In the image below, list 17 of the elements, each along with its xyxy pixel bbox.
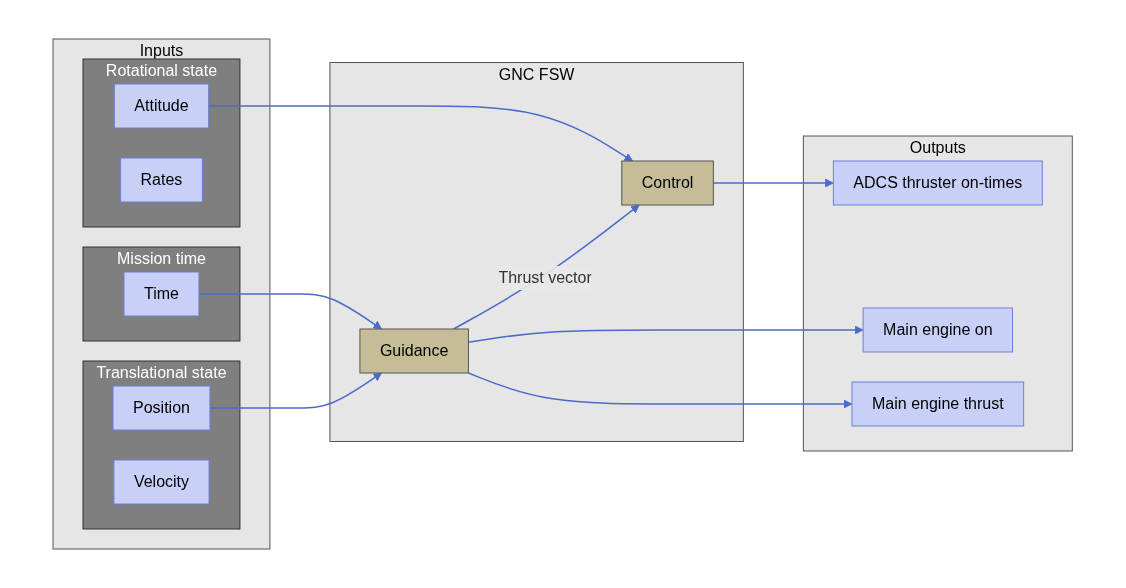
node-box: Position <box>112 385 211 431</box>
arrow <box>198 293 383 330</box>
edge-label: Thrust vector <box>498 269 593 286</box>
node-box: Attitude <box>114 83 210 129</box>
node-box: Control <box>621 160 715 206</box>
node-box: Main engine on <box>862 307 1014 353</box>
node-box: Main engine thrust <box>851 381 1025 427</box>
node-box: Time <box>123 271 200 317</box>
node-box: Guidance <box>359 328 470 374</box>
node-box: Rates <box>120 157 204 203</box>
arrow <box>468 325 864 344</box>
arrow <box>209 372 383 409</box>
arrow <box>468 372 853 409</box>
arrow <box>453 204 640 330</box>
node-box: Velocity <box>113 459 210 505</box>
node-box: ADCS thruster on-times <box>833 160 1044 206</box>
arrow <box>208 105 634 162</box>
